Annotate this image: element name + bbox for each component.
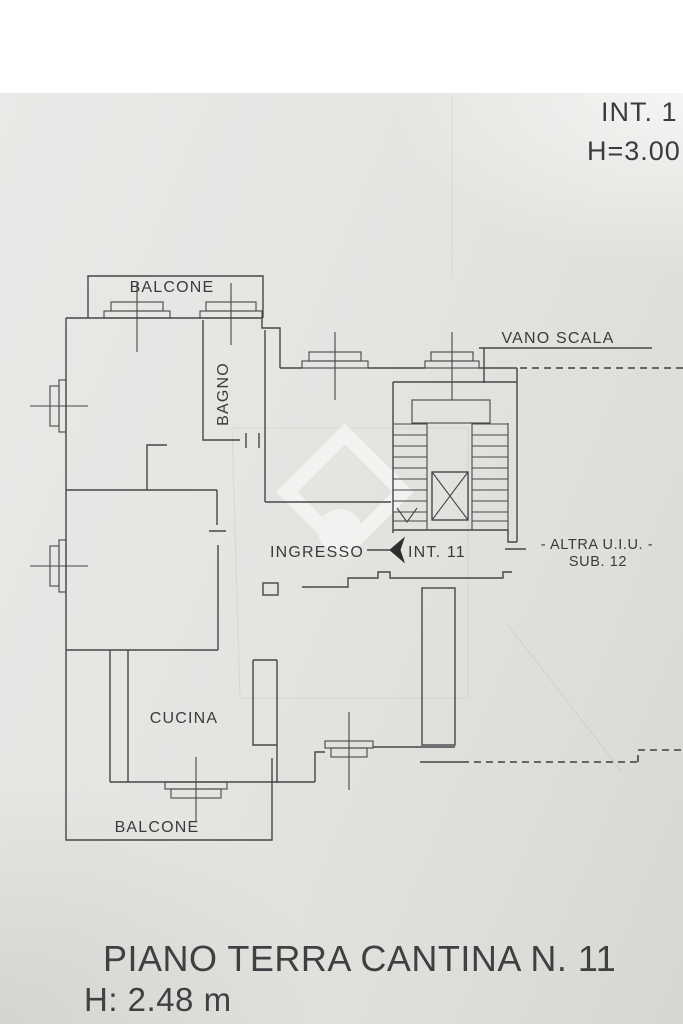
label-balcone-top: BALCONE [130, 279, 215, 296]
window-icon [164, 757, 228, 822]
entrance-door-arrow-icon [367, 536, 406, 564]
floor-title: PIANO TERRA CANTINA N. 11 [103, 938, 617, 979]
watermark-house-icon [276, 423, 414, 561]
stair-direction-arrow [396, 507, 418, 523]
window-icon [103, 283, 171, 352]
label-balcone-bottom: BALCONE [115, 819, 200, 836]
bleed-through-lines [231, 96, 623, 773]
balcony-top [87, 275, 264, 318]
stair-treads [393, 423, 508, 522]
window-icon [424, 332, 480, 400]
stair-landing [411, 399, 491, 424]
paper-sheet [0, 93, 683, 1024]
label-int-11: INT. 11 [408, 544, 466, 561]
label-ingresso: INGRESSO [270, 544, 364, 561]
elevator-shaft [431, 471, 469, 521]
label-bagno: BAGNO [215, 362, 232, 426]
window-icon [199, 283, 263, 345]
window-icon [30, 379, 88, 433]
window-icon [301, 332, 369, 400]
windows [30, 283, 480, 822]
label-sub-12: SUB. 12 [569, 554, 627, 570]
window-icon [324, 712, 374, 790]
label-vano-scala: VANO SCALA [501, 330, 614, 347]
plan-symbol-square [262, 582, 279, 596]
label-cucina: CUCINA [150, 710, 219, 727]
window-icon [30, 539, 88, 593]
unit-number-label: INT. 1 [601, 97, 678, 127]
ceiling-height-label: H=3.00 [587, 136, 681, 166]
floor-height: H: 2.48 m [84, 981, 232, 1018]
staircase [392, 368, 518, 543]
label-altra-uiu: - ALTRA U.I.U. - [541, 537, 653, 553]
vano-scala-leader [479, 347, 652, 383]
boundary-dashed-lines [420, 367, 683, 763]
